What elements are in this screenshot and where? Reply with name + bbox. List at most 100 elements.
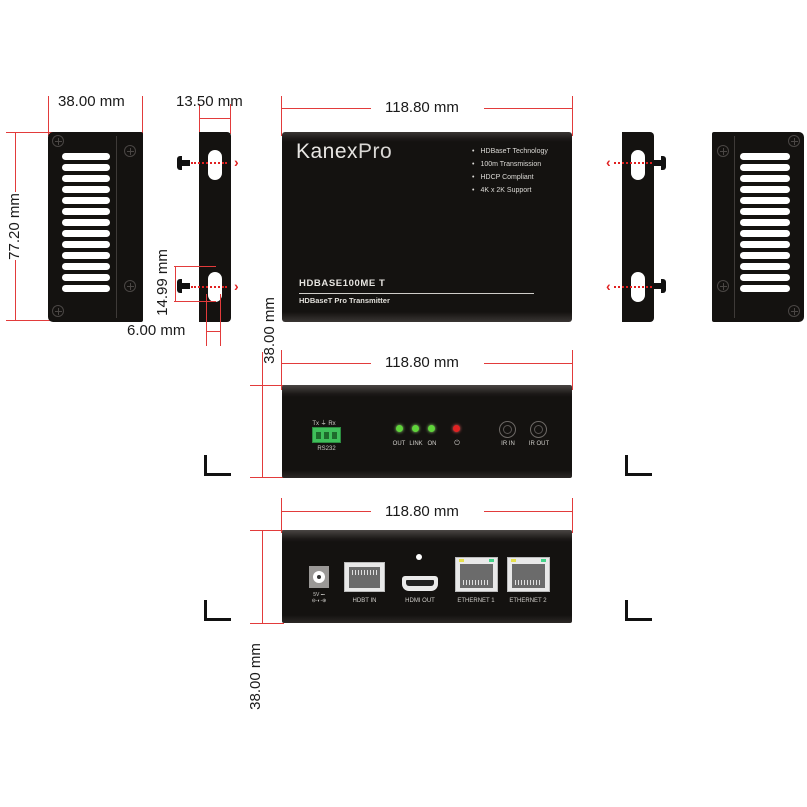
dim-extension-line [281, 350, 282, 390]
ethernet-1-port[interactable] [455, 557, 498, 592]
led-out-label: OUT [392, 441, 406, 447]
dim-extension-line [174, 301, 216, 302]
product-subtitle: HDBaseT Pro Transmitter [299, 296, 390, 305]
arrow-right-icon: › [234, 154, 239, 170]
rear-length-label: 118.80 mm [385, 503, 459, 520]
hdmi-out-port[interactable] [402, 576, 438, 591]
ethernet-2-label: ETHERNET 2 [509, 598, 547, 604]
top-length-label: 118.80 mm [385, 99, 459, 116]
screw-icon [788, 135, 800, 147]
dim-line [199, 118, 231, 119]
power-icon: ⏻ [454, 440, 460, 447]
ethernet-2-port[interactable] [507, 557, 550, 592]
dim-line [262, 385, 263, 478]
mounting-arrow-line [191, 286, 227, 288]
screw-icon [124, 280, 136, 292]
side-panel-grille [712, 132, 804, 322]
arrow-left-icon: ‹ [606, 154, 611, 170]
device-rear-panel: 5V ⎓ ⊖-◐-⊕ HDBT IN HDMI OUT ETHERNET 1 E… [282, 530, 572, 623]
dim-extension-line [142, 96, 143, 136]
ir-in-label: IR IN [501, 441, 515, 447]
mounting-arrow-line [191, 162, 227, 164]
power-polarity-icon: ⊖-◐-⊕ [311, 598, 327, 604]
dim-extension-line [6, 132, 84, 133]
hdmi-out-label: HDMI OUT [405, 598, 435, 604]
rs232-label: RS232 [317, 446, 336, 452]
dim-line [484, 511, 573, 512]
ir-out-jack[interactable] [530, 421, 547, 438]
front-length-label: 118.80 mm [385, 354, 459, 371]
bracket-width-label: 13.50 mm [176, 93, 243, 110]
feature-item: 100m Transmission [472, 158, 548, 171]
side-width-label: 38.00 mm [58, 93, 125, 110]
brand-suffix: Pro [358, 140, 393, 163]
height-label-upper: 38.00 mm [260, 297, 278, 364]
dim-line [281, 108, 371, 109]
led-power-indicator [453, 425, 460, 432]
indicator-dot [416, 554, 422, 560]
dim-extension-line [250, 530, 284, 531]
dim-extension-line [281, 96, 282, 136]
screw-icon [717, 280, 729, 292]
dim-line [262, 530, 263, 624]
power-jack[interactable] [309, 566, 329, 588]
ir-out-label: IR OUT [528, 441, 550, 447]
dim-extension-line [199, 104, 200, 134]
keyhole-slot [631, 150, 645, 180]
feature-item: HDBaseT Technology [472, 145, 547, 158]
corner-mark [625, 455, 652, 476]
rs232-pins-label: Tx ⏚ Rx [312, 421, 336, 427]
device-front-panel: Tx ⏚ Rx RS232 OUT LINK ON ⏻ IR IN IR OUT [282, 385, 572, 478]
corner-mark [204, 455, 231, 476]
screw-icon [788, 305, 800, 317]
dim-extension-line [6, 320, 84, 321]
dim-extension-line [206, 294, 207, 346]
dim-extension-line [572, 96, 573, 136]
mounting-arrow-line [614, 286, 664, 288]
corner-mark [625, 600, 652, 621]
dim-extension-line [250, 477, 284, 478]
keyhole-spacing-label: 14.99 mm [153, 249, 171, 316]
hdbt-in-port[interactable] [344, 562, 385, 592]
dim-extension-line [48, 96, 49, 136]
led-on-label: ON [427, 441, 437, 447]
screw-icon [124, 145, 136, 157]
arrow-left-icon: ‹ [606, 278, 611, 294]
dim-extension-line [220, 294, 221, 346]
screw-icon [52, 305, 64, 317]
divider [299, 293, 534, 294]
dim-extension-line [174, 266, 216, 267]
side-height-label: 77.20 mm [5, 193, 23, 260]
dim-extension-line [250, 623, 284, 624]
ir-in-jack[interactable] [499, 421, 516, 438]
power-voltage-label: 5V ⎓ [313, 592, 325, 598]
brand-name: Kanex [296, 140, 359, 163]
dim-line [281, 511, 371, 512]
dim-line [206, 331, 221, 332]
keyhole-width-label: 6.00 mm [127, 322, 186, 339]
dim-line [484, 363, 573, 364]
device-top-panel: KanexPro HDBaseT Technology 100m Transmi… [282, 132, 572, 322]
dim-extension-line [281, 498, 282, 533]
dim-line [15, 260, 16, 320]
rs232-terminal-block[interactable] [312, 427, 341, 443]
screw-icon [717, 145, 729, 157]
side-panel-grille [48, 132, 143, 322]
corner-mark [204, 600, 231, 621]
bracket-plate [199, 132, 231, 322]
feature-item: 4K x 2K Support [472, 184, 548, 197]
mounting-arrow-line [614, 162, 664, 164]
rear-height-label: 38.00 mm [246, 643, 264, 710]
led-link-indicator [412, 425, 419, 432]
led-link-label: LINK [409, 441, 423, 447]
led-on-indicator [428, 425, 435, 432]
model-number: HDBASE100ME T [299, 278, 386, 289]
dim-line [262, 352, 263, 386]
bracket-plate [622, 132, 654, 322]
keyhole-slot [208, 150, 222, 180]
dim-line [15, 132, 16, 192]
dim-extension-line [230, 104, 231, 134]
dim-extension-line [572, 350, 573, 390]
hdbt-in-label: HDBT IN [352, 598, 377, 604]
feature-list: HDBaseT Technology 100m Transmission HDC… [472, 145, 548, 197]
